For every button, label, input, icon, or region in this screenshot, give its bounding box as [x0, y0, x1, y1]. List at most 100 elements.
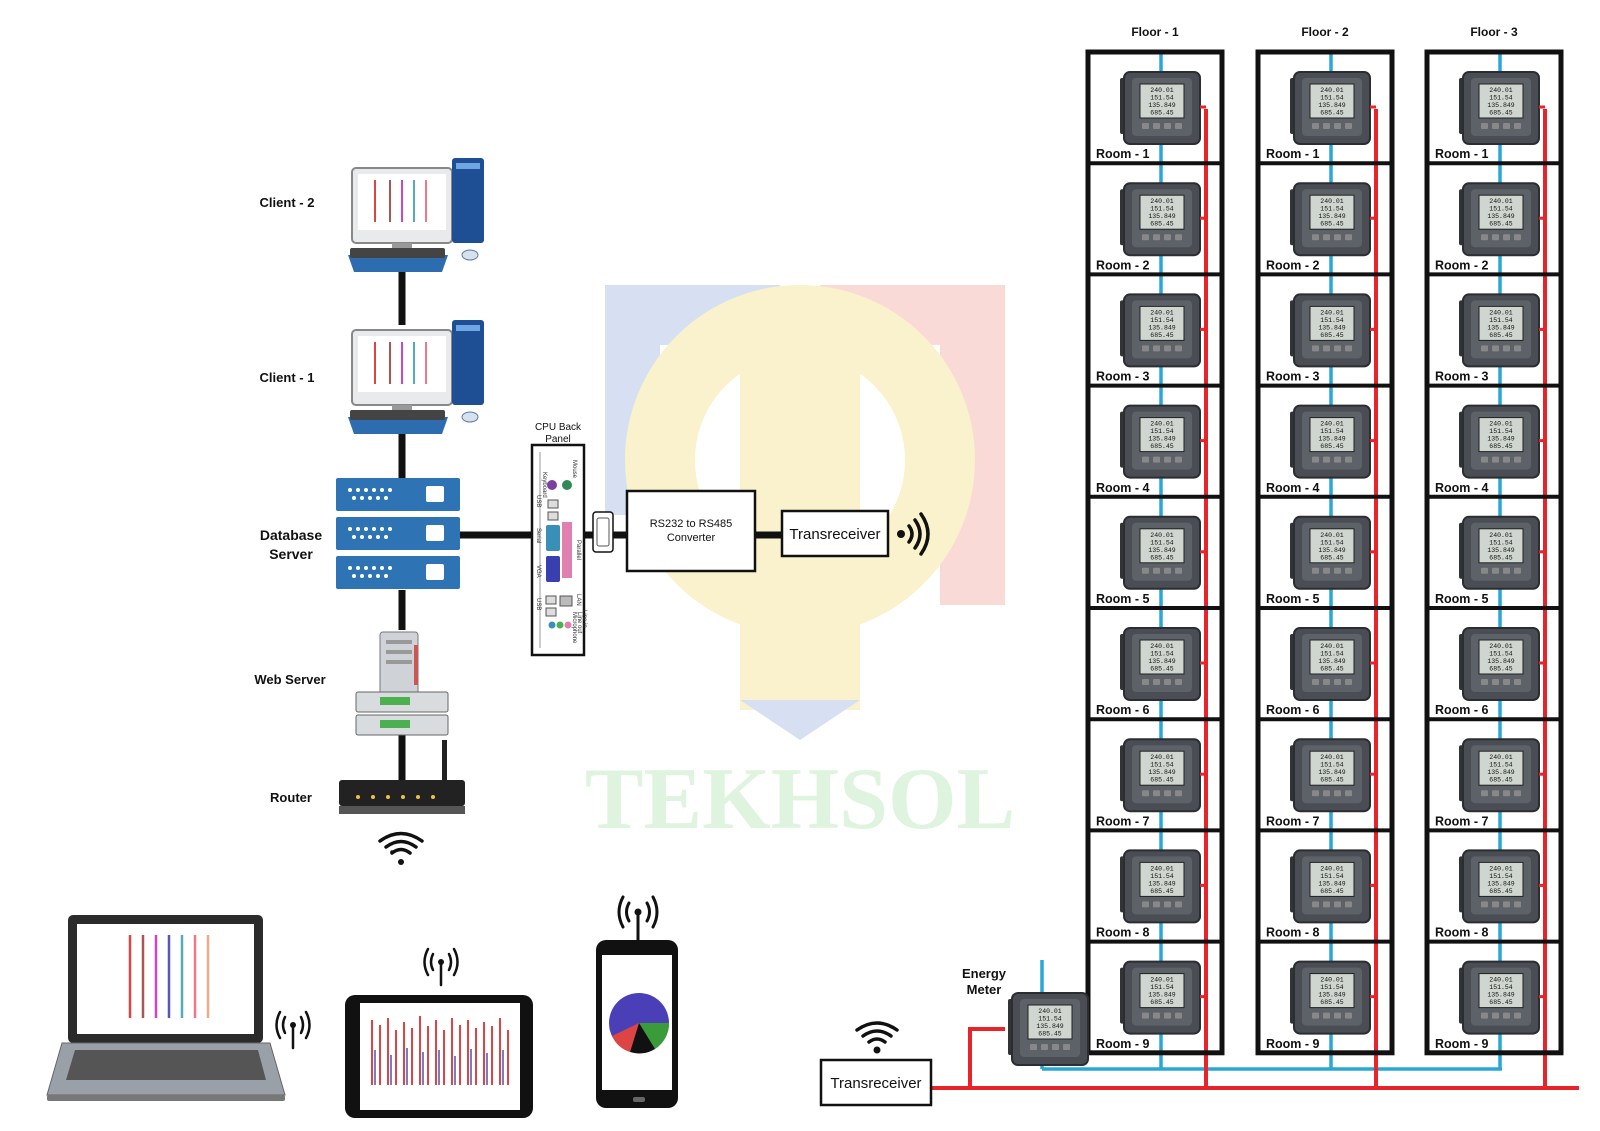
meter-reading: 685.45: [1489, 999, 1513, 1006]
meter-reading: 135.849: [1148, 436, 1175, 443]
meter-reading: 135.849: [1487, 658, 1514, 665]
meter-reading: 685.45: [1489, 110, 1513, 117]
meter-reading: 135.849: [1487, 213, 1514, 220]
watermark-logo: TEKHSOL: [585, 285, 1015, 848]
room-label: Room - 9: [1435, 1037, 1489, 1051]
room-label: Room - 5: [1096, 592, 1150, 606]
meter-reading: 685.45: [1320, 554, 1344, 561]
meter-reading: 151.54: [1320, 984, 1344, 991]
meter-reading: 685.45: [1150, 666, 1174, 673]
converter-label-line1: RS232 to RS485: [650, 518, 733, 530]
meter-reading: 685.45: [1489, 443, 1513, 450]
meter-reading: 135.849: [1148, 324, 1175, 331]
meter-reading: 240.01: [1320, 309, 1344, 316]
meter-reading: 151.54: [1489, 428, 1513, 435]
meter-reading: 240.01: [1320, 532, 1344, 539]
energy-meter-label-line1: Energy: [962, 966, 1007, 981]
meter-reading: 240.01: [1489, 754, 1513, 761]
client-2-label: Client - 2: [260, 195, 315, 210]
meter-reading: 240.01: [1320, 977, 1344, 984]
smartphone-wifi-icon: [617, 895, 659, 942]
meter-reading: 151.54: [1150, 539, 1174, 546]
meter-reading: 151.54: [1150, 762, 1174, 769]
serial-connector: [592, 511, 614, 553]
meter-reading: 685.45: [1489, 666, 1513, 673]
left-backbone: [398, 245, 782, 780]
svg-text:LAN: LAN: [575, 594, 581, 606]
meter-reading: 685.45: [1489, 888, 1513, 895]
meter-reading: 240.01: [1320, 865, 1344, 872]
meter-reading: 135.849: [1318, 880, 1345, 887]
meter-reading: 135.849: [1148, 992, 1175, 999]
tablet-wifi-icon: [423, 947, 459, 987]
meter-reading: 135.849: [1487, 880, 1514, 887]
meter-reading: 685.45: [1150, 888, 1174, 895]
meter-reading: 240.01: [1150, 532, 1174, 539]
svg-text:Keyboard: Keyboard: [541, 472, 547, 498]
client-1-label: Client - 1: [260, 370, 315, 385]
converter-label-line2: Converter: [667, 532, 716, 544]
meter-reading: 135.849: [1487, 992, 1514, 999]
meter-reading: 240.01: [1150, 754, 1174, 761]
meter-reading: 240.01: [1489, 198, 1513, 205]
meter-reading: 685.45: [1489, 221, 1513, 228]
svg-text:USB: USB: [535, 598, 541, 610]
meter-reading: 240.01: [1489, 977, 1513, 984]
meter-reading: 135.849: [1148, 213, 1175, 220]
meter-reading: 135.849: [1487, 324, 1514, 331]
room-label: Room - 2: [1266, 258, 1320, 272]
room-label: Room - 3: [1266, 370, 1320, 384]
meter-reading: 685.45: [1320, 777, 1344, 784]
meter-reading: 240.01: [1150, 865, 1174, 872]
meter-reading: 151.54: [1150, 984, 1174, 991]
tablet-icon: [345, 995, 533, 1118]
room-label: Room - 9: [1096, 1037, 1150, 1051]
meter-reading: 685.45: [1150, 221, 1174, 228]
svg-text:Parallel: Parallel: [575, 540, 581, 560]
meter-reading: 135.849: [1318, 213, 1345, 220]
meter-reading: 151.54: [1320, 206, 1344, 213]
router-icon: [339, 740, 465, 814]
meter-reading: 240.01: [1150, 421, 1174, 428]
meter-reading: 135.849: [1148, 658, 1175, 665]
floor-label: Floor - 3: [1470, 25, 1518, 39]
room-label: Room - 4: [1266, 481, 1320, 495]
room-label: Room - 6: [1096, 703, 1150, 717]
meter-reading: 685.45: [1038, 1031, 1062, 1038]
web-server-icon: [355, 631, 449, 736]
room-label: Room - 5: [1435, 592, 1489, 606]
meter-reading: 135.849: [1318, 658, 1345, 665]
svg-text:Microphone: Microphone: [571, 612, 577, 644]
room-label: Room - 9: [1266, 1037, 1320, 1051]
meter-reading: 685.45: [1489, 554, 1513, 561]
svg-text:VGA: VGA: [535, 565, 541, 578]
room-label: Room - 6: [1435, 703, 1489, 717]
floor-label: Floor - 1: [1131, 25, 1179, 39]
transreceiver-bottom-label: Transreceiver: [830, 1075, 921, 1092]
meter-reading: 151.54: [1150, 317, 1174, 324]
meter-reading: 135.849: [1487, 102, 1514, 109]
meter-reading: 151.54: [1150, 873, 1174, 880]
